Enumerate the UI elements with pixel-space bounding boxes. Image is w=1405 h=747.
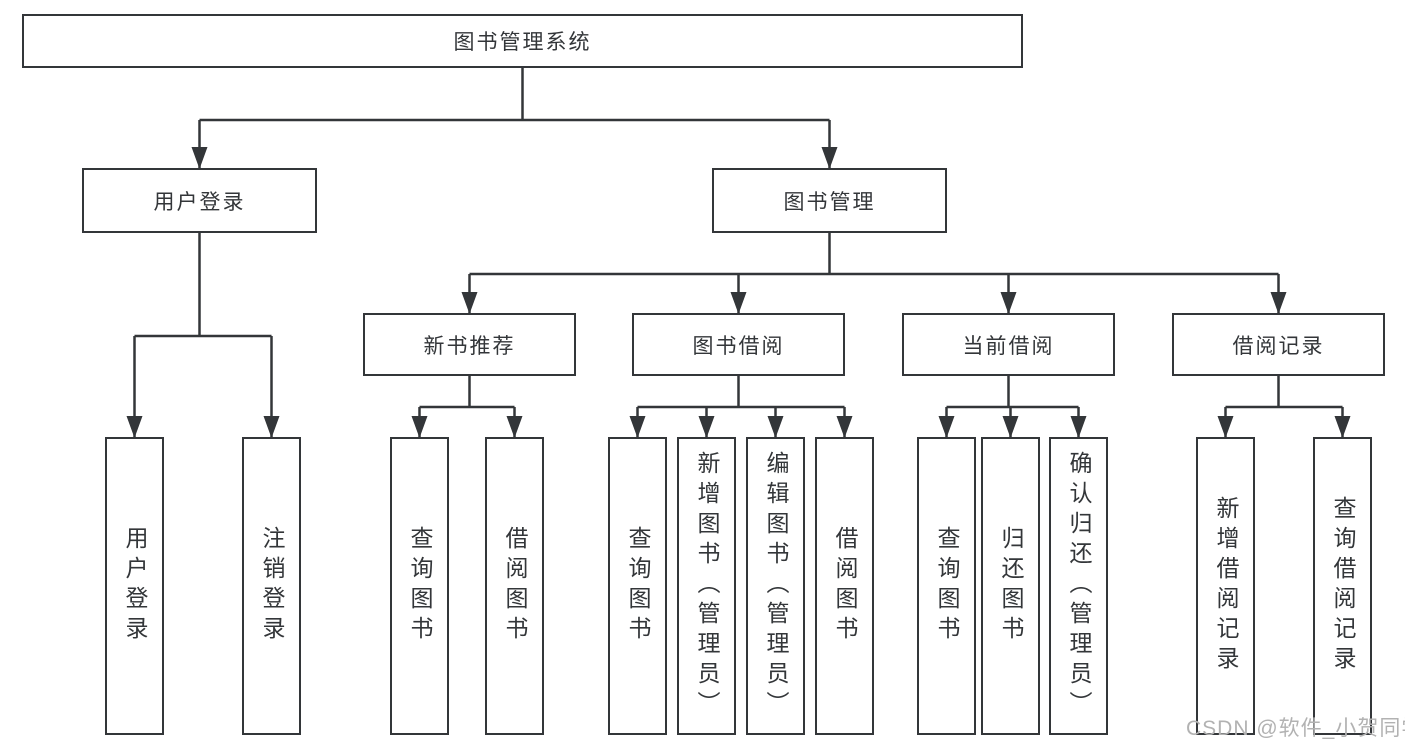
leaf-return-books: 归还图书: [981, 437, 1040, 735]
leaf-add-borrow-record: 新增借阅记录: [1196, 437, 1255, 735]
leaf-query-books-borrow: 查询图书: [608, 437, 667, 735]
node-current-borrowing: 当前借阅: [902, 313, 1115, 376]
leaf-user-login: 用户登录: [105, 437, 164, 735]
leaf-confirm-return-admin: 确认归还（管理员）: [1049, 437, 1108, 735]
node-new-book-recommendation: 新书推荐: [363, 313, 576, 376]
node-user-login: 用户登录: [82, 168, 317, 233]
leaf-query-books-current: 查询图书: [917, 437, 976, 735]
node-borrowing-records: 借阅记录: [1172, 313, 1385, 376]
node-book-borrowing: 图书借阅: [632, 313, 845, 376]
leaf-query-books-recommend: 查询图书: [390, 437, 449, 735]
csdn-watermark: CSDN @软件_小贺同学: [1186, 717, 1405, 740]
leaf-query-borrow-record: 查询借阅记录: [1313, 437, 1372, 735]
leaf-borrow-books: 借阅图书: [815, 437, 874, 735]
leaf-borrow-books-recommend: 借阅图书: [485, 437, 544, 735]
leaf-edit-book-admin: 编辑图书（管理员）: [746, 437, 805, 735]
leaf-add-book-admin: 新增图书（管理员）: [677, 437, 736, 735]
leaf-logout: 注销登录: [242, 437, 301, 735]
node-root-library-system: 图书管理系统: [22, 14, 1023, 68]
node-book-management: 图书管理: [712, 168, 947, 233]
